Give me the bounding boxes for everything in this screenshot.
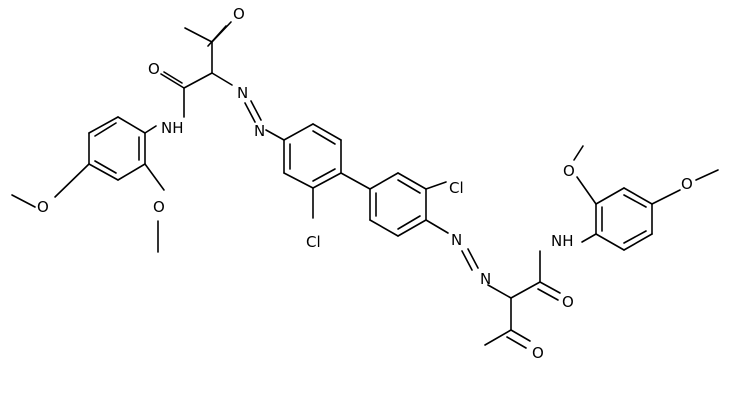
atom-azo-nitrogen-right-2: N bbox=[480, 270, 491, 288]
atom-azo-nitrogen-right-1: N bbox=[451, 231, 462, 249]
atom-methoxy-oxygen-left-ortho: O bbox=[153, 198, 165, 216]
atom-keto-oxygen-right: O bbox=[532, 344, 544, 362]
atom-labels: O O NH N N O O Cl Cl N N O O NH O O bbox=[37, 5, 693, 362]
atom-amide-nh-right: NH bbox=[551, 232, 574, 250]
atom-amide-oxygen-right: O bbox=[562, 293, 574, 311]
bond-lines bbox=[11, 21, 719, 349]
atom-keto-oxygen-left: O bbox=[233, 5, 245, 23]
atom-chlorine-right: Cl bbox=[449, 179, 464, 197]
atom-amide-oxygen-left: O bbox=[148, 60, 160, 78]
atom-chlorine-left: Cl bbox=[306, 233, 321, 251]
atom-methoxy-oxygen-left-para: O bbox=[37, 198, 49, 216]
atom-methoxy-oxygen-right-ortho: O bbox=[563, 162, 575, 180]
atom-amide-nh-left: NH bbox=[161, 119, 184, 137]
atom-azo-nitrogen-left-1: N bbox=[237, 84, 248, 102]
atom-azo-nitrogen-left-2: N bbox=[254, 122, 265, 140]
atom-methoxy-oxygen-right-para: O bbox=[681, 175, 693, 193]
